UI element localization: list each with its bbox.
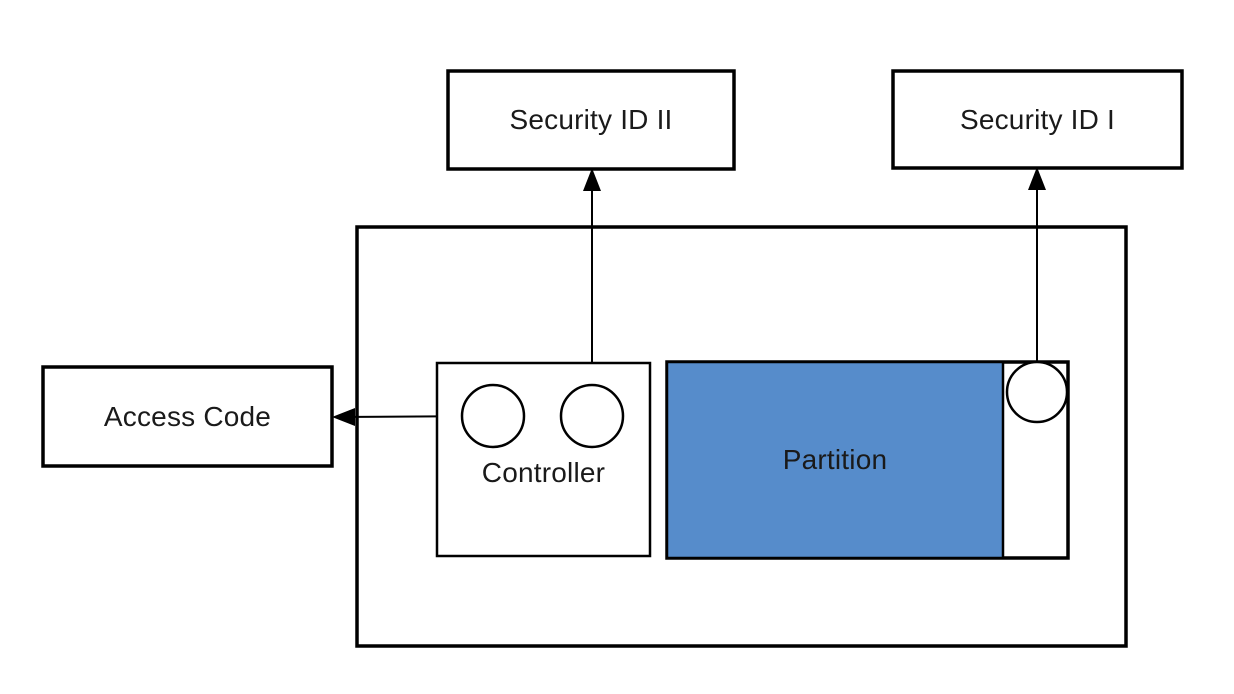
arrowhead-up-security-id-2 (583, 168, 601, 191)
access-code-box (41, 365, 334, 468)
controller-box (435, 361, 652, 558)
partition-box (665, 360, 1005, 560)
controller-port-left-circle (460, 383, 526, 449)
controller-port-right-circle (559, 383, 625, 449)
arrowhead-up-security-id-1 (1028, 167, 1046, 190)
security-id-2-box (446, 69, 736, 171)
security-id-1-box (891, 69, 1184, 170)
arrowhead-left-access-code (332, 408, 355, 426)
partition-port-circle (1005, 360, 1069, 424)
